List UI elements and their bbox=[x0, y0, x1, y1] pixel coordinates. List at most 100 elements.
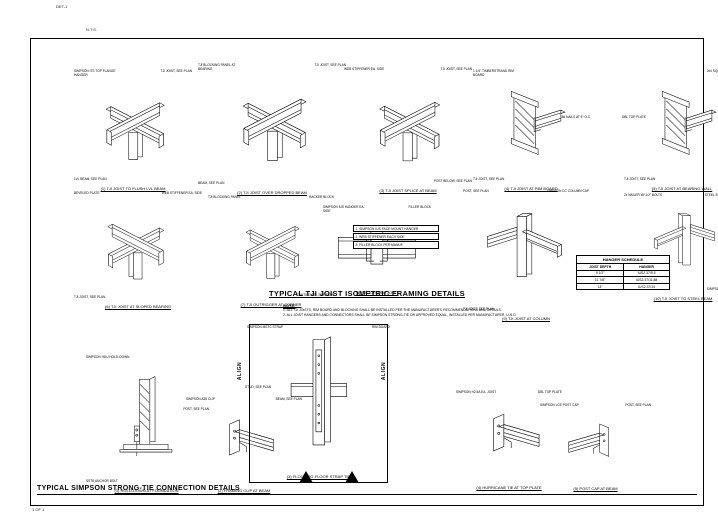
annotation: STEEL BEAM, SEE PLAN bbox=[704, 193, 718, 197]
framing-detail-5: 2x4 SQUASH BLOCKS DBL TOP PLATE TJI JOIS… bbox=[622, 69, 718, 191]
framing-detail-9: POST, SEE PLAN SIMPSON CC COLUMN CAP TJI… bbox=[463, 189, 589, 321]
hanger-schedule: HANGER SCHEDULE JOIST DEPTH HANGER 9 1/2… bbox=[575, 255, 670, 291]
annotation: WEB STIFFENER EA. SIDE bbox=[344, 67, 385, 71]
annotation: TJI JOIST, SEE PLAN bbox=[440, 67, 472, 71]
framing-detail-10: 2x NAILER W/ 1/2" BOLTS STEEL BEAM, SEE … bbox=[624, 193, 718, 301]
annotation: 2x NAILER W/ 1/2" BOLTS bbox=[624, 193, 663, 197]
hold-down-art bbox=[96, 374, 197, 465]
annotation: SSTB ANCHOR BOLT bbox=[86, 479, 118, 483]
notes-heading: NOTE: bbox=[283, 303, 296, 308]
framing-detail-3: WEB STIFFENER EA. SIDE TJI JOIST, SEE PL… bbox=[344, 67, 472, 193]
plot-stamp-top: DET-1 bbox=[56, 4, 68, 9]
sloped-bearing-art bbox=[84, 208, 191, 286]
annotation: 2x4 SQUASH BLOCKS bbox=[706, 69, 718, 73]
annotation: SIMPSON MSTC STRAP bbox=[247, 325, 284, 329]
keynote-list: 1. SIMPSON IUS FACE MOUNT HANGER 2. WEB … bbox=[353, 225, 439, 250]
bearing-wall-art bbox=[634, 86, 718, 167]
hurricane-tie-art bbox=[465, 404, 553, 470]
connection-detail-2: SIMPSON A35 CLIP BEAM, SEE PLAN (2) FRAM… bbox=[186, 397, 302, 493]
schedule-title: HANGER SCHEDULE bbox=[576, 255, 670, 263]
drawing-border: SIMPSON ITS TOP FLANGE HANGER TJI JOIST,… bbox=[30, 38, 718, 506]
detail-caption: (3) FLOOR-TO-FLOOR STRAP TIE bbox=[286, 474, 351, 479]
annotation: SIMPSON ITS TOP FLANGE HANGER bbox=[74, 69, 116, 77]
annotation: POST, SEE PLAN bbox=[463, 189, 489, 193]
table-row: 11 7/8" IUS2.37/11.88 bbox=[575, 276, 670, 284]
annotation: SIMPSON LCE POST CAP bbox=[540, 403, 579, 407]
annotation: TJI JOIST, SEE PLAN bbox=[314, 63, 346, 67]
detail-caption: (7) TJI OUTRIGGER AT CORNER bbox=[240, 302, 302, 307]
note-line: 1. ALL TJI JOISTS, RIM BOARD AND BLOCKIN… bbox=[283, 308, 502, 313]
detail-caption: (4) TJI JOIST AT RIM BOARD bbox=[504, 186, 558, 191]
annotation: BACKER BLOCK bbox=[309, 195, 334, 199]
detail-caption: (1) HOLD-DOWN AT FOUNDATION bbox=[114, 488, 179, 493]
keynote-item: 2. WEB STIFFENER EACH SIDE bbox=[353, 233, 439, 241]
detail-caption: (5) POST CAP AT BEAM bbox=[573, 486, 618, 491]
detail-caption: (6) TJI JOIST AT SLOPED BEARING bbox=[105, 304, 171, 309]
detail-caption: (4) HURRICANE TIE AT TOP PLATE bbox=[476, 485, 542, 490]
schedule-header: JOIST DEPTH bbox=[575, 263, 625, 271]
detail-caption: (8) TJI JOIST TO JOIST bbox=[355, 290, 399, 295]
connection-detail-5: SIMPSON LCE POST CAP POST, SEE PLAN (5) … bbox=[540, 403, 651, 491]
annotation: 8d NAILS AT 6" O.C. bbox=[561, 115, 591, 120]
detail-caption: (2) TJI JOIST OVER DROPPED BEAM bbox=[237, 190, 307, 195]
note-line: 2. ALL JOIST HANGERS AND CONNECTORS SHAL… bbox=[283, 312, 517, 317]
annotation: POST BELOW, SEE PLAN bbox=[433, 179, 472, 183]
detail-caption: (9) TJI JOIST AT COLUMN bbox=[502, 316, 550, 321]
align-label-left: ALIGN bbox=[237, 361, 243, 381]
detail-caption: (10) TJI JOIST TO STEEL BEAM bbox=[653, 296, 713, 301]
isometric-joist-art bbox=[84, 86, 183, 167]
annotation: LVL BEAM, SEE PLAN bbox=[74, 177, 107, 181]
annotation: STUD, SEE PLAN bbox=[245, 384, 272, 389]
plot-stamp-bottom: 1 OF 1 bbox=[32, 507, 45, 512]
schedule-cell: 14" bbox=[575, 282, 625, 291]
annotation: DBL TOP PLATE bbox=[622, 115, 647, 120]
detail-caption: (1) TJI JOIST TO FLUSH LVL BEAM bbox=[100, 186, 166, 191]
annotation: FILLER BLOCK bbox=[408, 205, 432, 209]
isometric-joist-art bbox=[354, 85, 461, 168]
annotation: SIMPSON HDU HOLD-DOWN bbox=[86, 355, 130, 359]
annotation: POST, SEE PLAN bbox=[183, 407, 209, 412]
annotation: SIMPSON CC COLUMN CAP bbox=[546, 189, 589, 193]
isometric-joist-art bbox=[210, 81, 335, 168]
annotation: TJI BLOCKING PANEL AT BEARING bbox=[198, 63, 236, 71]
framing-detail-4: 1 1/4" TIMBERSTRAND RIM BOARD 8d NAILS A… bbox=[473, 69, 591, 191]
keynote-item: 3. FILLER BLOCK PER MANUF. bbox=[353, 241, 439, 249]
detail-caption: (5) TJI JOIST AT BEARING WALL bbox=[651, 186, 713, 191]
connection-detail-1: SIMPSON HDU HOLD-DOWN POST, SEE PLAN SST… bbox=[86, 355, 209, 493]
framing-detail-7: TJI BLOCKING PANEL BACKER BLOCK CANTILEV… bbox=[208, 195, 334, 307]
annotation: BEAM, SEE PLAN bbox=[198, 181, 225, 185]
connection-detail-4: SIMPSON H2.5A EA. JOIST DBL TOP PLATE (4… bbox=[456, 390, 562, 490]
column-cap-art bbox=[473, 207, 579, 294]
annotation: TJI JOIST, SEE PLAN bbox=[74, 295, 106, 299]
schedule-cell: IUS2.37/14 bbox=[623, 282, 670, 291]
annotation: SIMPSON H2.5A EA. JOIST bbox=[456, 390, 497, 394]
corner-outrigger-art bbox=[218, 211, 324, 285]
annotation: TJI JOIST, SEE PLAN bbox=[624, 177, 656, 181]
annotation: BEAM, SEE PLAN bbox=[275, 397, 302, 401]
detail-caption: (3) TJI JOIST SPLICE AT BEAM bbox=[379, 188, 437, 193]
annotation: DBL TOP PLATE bbox=[537, 390, 562, 394]
framing-detail-6: BEVELED PLATE WEB STIFFENER EA. SIDE TJI… bbox=[74, 191, 202, 309]
annotation: RIM BOARD bbox=[371, 325, 390, 329]
schedule-header: HANGER bbox=[623, 263, 670, 271]
connection-details-title: TYPICAL SIMPSON STRONG-TIE CONNECTION DE… bbox=[37, 485, 697, 495]
annotation: 1 1/4" TIMBERSTRAND RIM BOARD bbox=[473, 69, 514, 77]
section-arrow-icon bbox=[299, 471, 313, 483]
annotation: TJI BLOCKING PANEL bbox=[208, 195, 241, 199]
plot-stamp-scale: N.T.S. bbox=[86, 27, 97, 32]
keynote-item: 1. SIMPSON IUS FACE MOUNT HANGER bbox=[353, 225, 439, 233]
framing-detail-1: SIMPSON ITS TOP FLANGE HANGER TJI JOIST,… bbox=[74, 69, 192, 191]
detail-caption: (2) FRAMING CLIP AT BEAM bbox=[217, 488, 271, 493]
hanger-schedule-table: JOIST DEPTH HANGER 9 1/2" IUS2.37/9.5 11… bbox=[575, 263, 670, 291]
framing-detail-2: TJI BLOCKING PANEL AT BEARING TJI JOIST,… bbox=[198, 63, 346, 195]
annotation: SIMPSON ITS HANGER bbox=[706, 287, 718, 291]
schedule-cell: 9 1/2" bbox=[575, 269, 625, 278]
framing-details-title: TYPICAL TJI JOIST ISOMETRIC FRAMING DETA… bbox=[269, 289, 465, 298]
table-row: 9 1/2" IUS2.37/9.5 bbox=[575, 269, 670, 278]
post-cap-art bbox=[549, 415, 641, 473]
general-notes: NOTE: 1. ALL TJI JOISTS, RIM BOARD AND B… bbox=[283, 303, 551, 318]
annotation: TJI JOIST, SEE PLAN bbox=[160, 69, 192, 73]
annotation: POST, SEE PLAN bbox=[625, 403, 651, 407]
annotation: TJI JOIST, SEE PLAN bbox=[473, 177, 505, 181]
rim-board-wall-art bbox=[483, 86, 580, 167]
